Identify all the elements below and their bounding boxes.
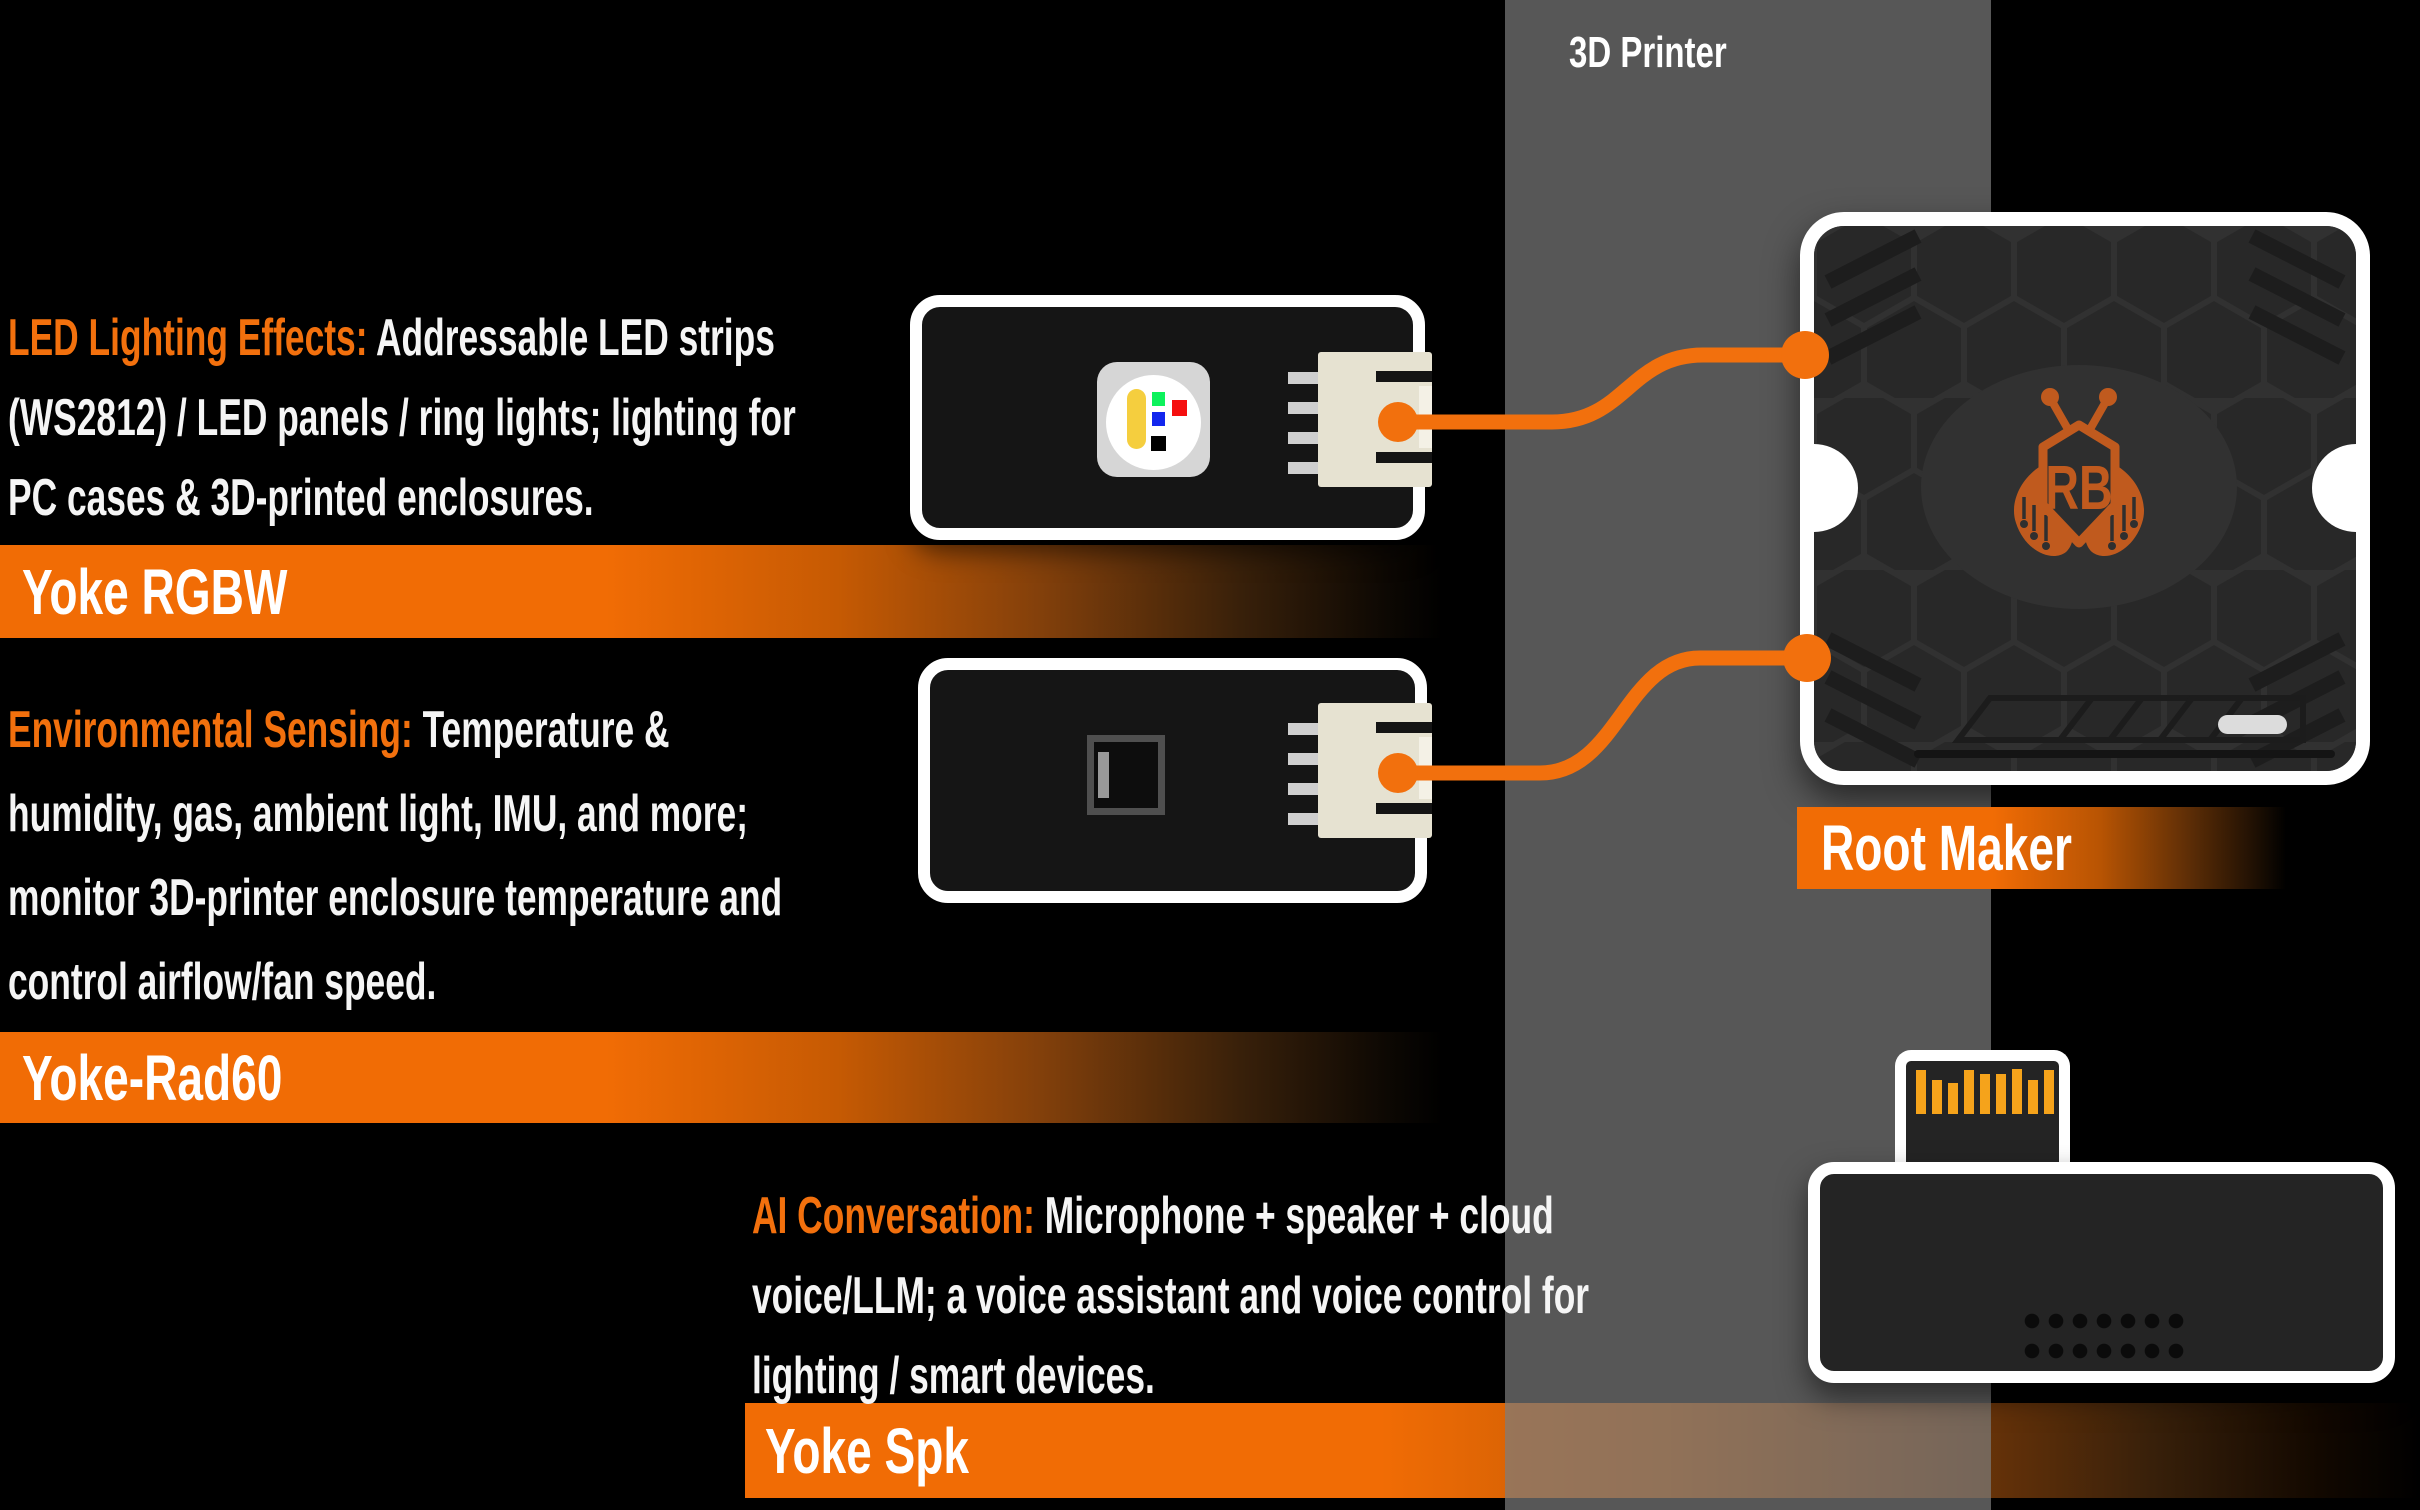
led-line-2: (WS2812) / LED panels / ring lights; lig… [8, 389, 796, 447]
env-sensing-textblock: Environmental Sensing: Temperature & hum… [8, 688, 1146, 1024]
connector-latch-icon [1419, 386, 1432, 448]
led-line-1-rest: Addressable LED strips [367, 309, 775, 367]
led-line-3: PC cases & 3D-printed enclosures. [8, 469, 594, 527]
status-led-pill [2218, 715, 2287, 734]
connector-pin-icon [1288, 783, 1322, 795]
rgbw-led-blue-die [1152, 412, 1165, 426]
connector-pin-icon [1288, 432, 1322, 444]
speaker-grill-icon [2020, 1306, 2190, 1366]
right-notch [2312, 444, 2356, 532]
connector-slot-icon [1376, 722, 1432, 733]
env-heading: Environmental Sensing: [8, 701, 413, 759]
yoke-spk-label: Yoke Spk [765, 1414, 970, 1487]
led-lighting-textblock: LED Lighting Effects: Addressable LED st… [8, 298, 1167, 538]
temp-sensor-icon [1087, 735, 1165, 815]
connector-latch-icon [1419, 737, 1432, 799]
ai-line-1: AI Conversation: Microphone + speaker + … [752, 1176, 1589, 1256]
sensor-window-icon [1098, 752, 1109, 798]
rgbw-led-red-die [1172, 400, 1187, 416]
left-notch [1814, 444, 1858, 532]
hub-faceplate: RB [1814, 226, 2356, 771]
rgbw-led-green-die [1152, 392, 1165, 406]
antenna-tip [2041, 388, 2059, 406]
antenna-tip [2099, 388, 2117, 406]
connector-slot-icon [1376, 371, 1432, 382]
ai-line-3: lighting / smart devices. [752, 1347, 1155, 1405]
ai-conversation-textblock: AI Conversation: Microphone + speaker + … [752, 1176, 1983, 1416]
root-maker-label: Root Maker [1821, 812, 2072, 884]
pin-header-icon [1895, 1050, 2070, 1174]
env-line-4: control airflow/fan speed. [8, 953, 437, 1011]
printer-column-label: 3D Printer [1569, 28, 1727, 77]
connector-pin-icon [1288, 723, 1322, 735]
rgbw-led-icon [1097, 362, 1210, 477]
yoke-rad60-bar: Yoke-Rad60 [0, 1032, 1443, 1123]
yoke-rgbw-label: Yoke RGBW [22, 555, 288, 628]
connector-slot-icon [1376, 803, 1432, 814]
env-line-2: humidity, gas, ambient light, IMU, and m… [8, 785, 748, 843]
yoke-rad60-label: Yoke-Rad60 [22, 1041, 283, 1114]
logo-monogram: RB [2045, 452, 2112, 522]
bee-logo: RB [2013, 388, 2145, 557]
ai-line-1-rest: Microphone + speaker + cloud [1034, 1187, 1554, 1245]
root-maker-bar: Root Maker [1797, 807, 2286, 889]
connector-pin-icon [1288, 753, 1322, 765]
rgbw-led-yellow-die [1127, 389, 1146, 449]
connector-pin-icon [1288, 372, 1322, 384]
connector-pin-icon [1288, 813, 1322, 825]
rgbw-led-lens [1106, 375, 1201, 470]
led-heading: LED Lighting Effects: [8, 309, 368, 367]
gold-pins-icon [1916, 1068, 2056, 1114]
env-line-1: Environmental Sensing: Temperature & [8, 688, 782, 772]
hatch-strip-icon [1951, 695, 2306, 743]
connector-pin-icon [1288, 462, 1322, 474]
rgbw-led-black-die [1151, 436, 1166, 451]
root-maker-hub: RB [1800, 212, 2370, 785]
connector-slot-icon [1376, 452, 1432, 463]
yoke-spk-module [1808, 1162, 2395, 1383]
ai-line-2: voice/LLM; a voice assistant and voice c… [752, 1267, 1590, 1325]
connector-pin-icon [1288, 402, 1322, 414]
env-line-3: monitor 3D-printer enclosure temperature… [8, 869, 783, 927]
yoke-rgbw-bar: Yoke RGBW [0, 545, 1443, 638]
led-line-1: LED Lighting Effects: Addressable LED st… [8, 298, 796, 378]
ai-heading: AI Conversation: [752, 1187, 1035, 1245]
env-line-1-rest: Temperature & [412, 701, 670, 759]
